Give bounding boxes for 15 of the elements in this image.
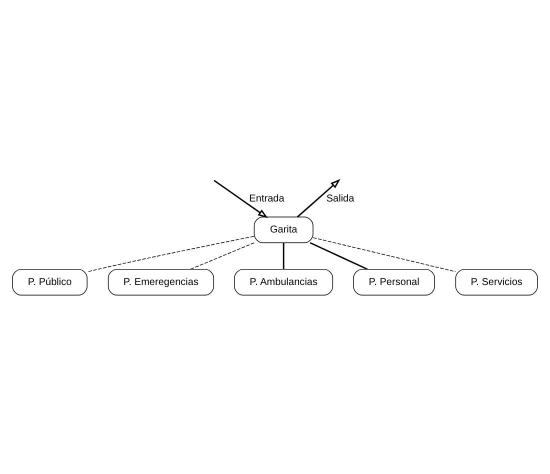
edge-label: Salida: [326, 192, 354, 204]
connector: [282, 242, 284, 269]
node-box: Garita: [254, 216, 314, 243]
node-box: P. Ambulancias: [234, 268, 334, 295]
node-box: P. Emeregencias: [108, 268, 214, 295]
node-box: P. Público: [12, 268, 88, 295]
connector: [312, 236, 456, 272]
connector: [310, 242, 368, 270]
edge-label: Entrada: [249, 192, 284, 204]
arrow: [214, 179, 268, 218]
arrow: [296, 178, 340, 217]
connector: [86, 236, 254, 272]
connector: [190, 242, 255, 270]
node-box: P. Personal: [353, 268, 435, 295]
node-box: P. Servicios: [455, 268, 538, 295]
